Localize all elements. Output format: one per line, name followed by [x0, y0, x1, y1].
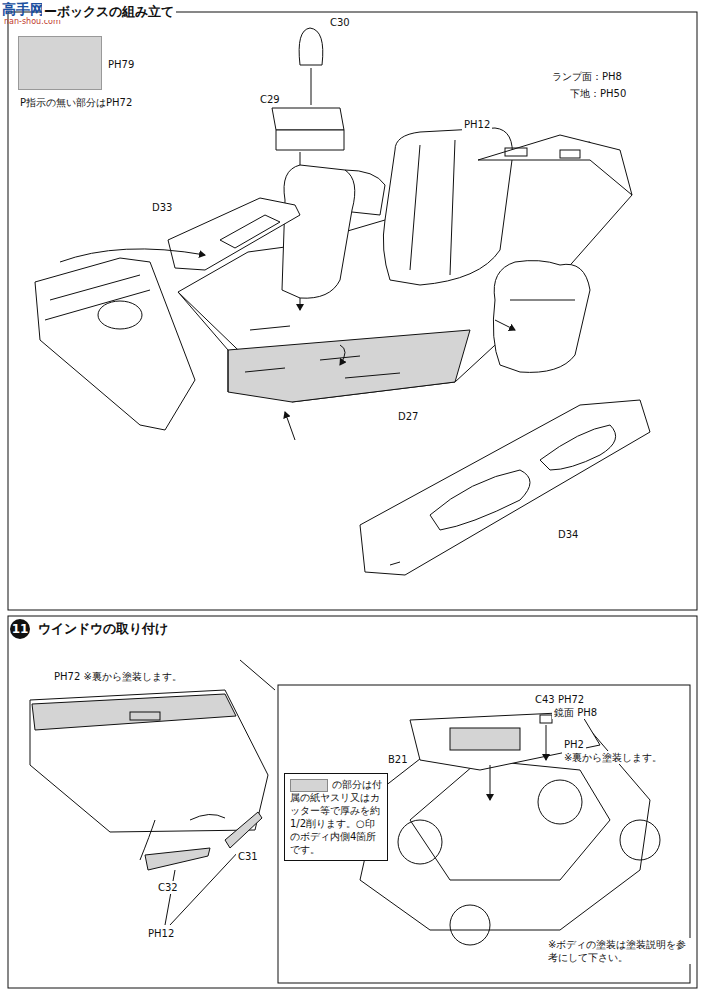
- part-number: C43 PH72: [533, 693, 586, 706]
- part-number: C30: [328, 16, 352, 29]
- note-box: の部分は付属の紙ヤスリ又はカッター等で厚みを約1/2削ります。○印のボディ内側4…: [284, 773, 388, 861]
- part-number: D33: [150, 201, 174, 214]
- part-number: C29: [258, 93, 282, 106]
- part-number: B21: [386, 753, 410, 766]
- part-number: D34: [556, 528, 580, 541]
- body-note: ※ボディの塗装は塗装説明を参考にして下さい。: [546, 938, 692, 964]
- paint-code: PH12: [146, 927, 176, 940]
- note-text: の部分は付属の紙ヤスリ又はカッター等で厚みを約1/2削ります。○印のボディ内側4…: [290, 778, 382, 856]
- paint-note: ランプ面：PH8: [550, 70, 624, 83]
- legend-text: PH79: [106, 58, 136, 71]
- paint-note: ※裏から塗装します。: [562, 751, 664, 764]
- sanding-area-swatch: [290, 779, 328, 792]
- step-number: 11: [10, 619, 30, 639]
- part-number: C31: [236, 850, 260, 863]
- paint-note: P指示の無い部分はPH72: [18, 96, 134, 109]
- paint-note: 鏡面 PH8: [552, 706, 599, 719]
- section-title: ーボックスの組み立て: [42, 3, 176, 20]
- paint-note: PH72 ※裏から塗装します。: [52, 670, 184, 683]
- paint-code: PH2: [562, 738, 586, 751]
- paint-note: 下地：PH50: [568, 87, 628, 100]
- part-number: C32: [156, 881, 180, 894]
- part-number: D27: [396, 410, 420, 423]
- legend-swatch: [18, 36, 102, 90]
- watermark: 高手网: [0, 0, 46, 18]
- section-title: ウインドウの取り付け: [36, 620, 170, 637]
- paint-code: PH12: [462, 118, 492, 131]
